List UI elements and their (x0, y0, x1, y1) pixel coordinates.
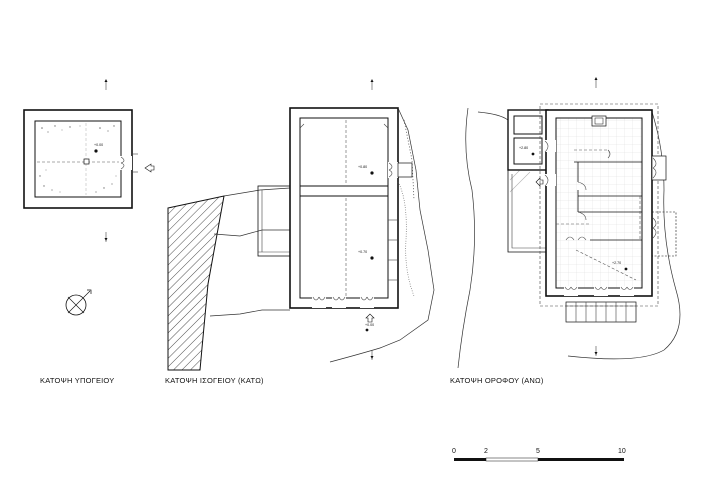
ground-side-door (388, 162, 413, 178)
basement-elevation-marker: +0.00 (94, 143, 103, 153)
upper-floor-tiles (555, 117, 643, 289)
north-arrow-icon (65, 289, 92, 316)
scale-tick-0: 0 (452, 448, 456, 455)
section-marker-top (370, 79, 374, 90)
basement-outer-wall (23, 109, 133, 209)
section-marker-bottom (104, 232, 108, 242)
scale-segment-5-10 (538, 458, 624, 461)
basement-door (120, 153, 138, 173)
basement-elevation-label: +0.00 (94, 143, 103, 147)
upper-plan-title: ΚΑΤΟΨΗ ΟΡΟΦΟΥ (ΑΝΩ) (450, 376, 544, 385)
ground-stair-annex (257, 185, 291, 257)
scale-tick-2: 2 (484, 448, 488, 455)
upper-terrain-left (457, 107, 475, 369)
ground-dividing-wall (299, 185, 389, 197)
scale-segment-2-5 (485, 457, 539, 462)
upper-left-openings (544, 140, 556, 187)
ground-plan-title: ΚΑΤΟΨΗ ΙΣΟΓΕΙΟΥ (ΚΑΤΩ) (165, 376, 264, 385)
upper-main-elevation-marker: +2.70 (612, 261, 628, 271)
basement-column (83, 158, 90, 165)
basement-plan-title: ΚΑΤΟΨΗ ΥΠΟΓΕΙΟΥ (40, 376, 114, 385)
basement-entry-arrow (144, 163, 155, 173)
section-marker-bottom (370, 350, 374, 360)
scale-bar: 0 2 5 10 (452, 448, 626, 462)
ground-elevation-marker-lower: +0.70 (358, 250, 374, 260)
scale-tick-10: 10 (618, 448, 626, 455)
upper-terrace-edge (507, 170, 546, 253)
ground-outer-wall (289, 107, 399, 309)
upper-entry-arrow (535, 177, 544, 187)
ground-entry-elevation-label: +0.00 (365, 323, 374, 327)
section-marker-top (104, 79, 108, 90)
ground-room2-elevation-label: +0.70 (358, 250, 367, 254)
ground-front-doors (312, 296, 374, 308)
upper-annex-elevation-marker: +2.80 (519, 146, 535, 156)
scale-segment-0-2 (454, 458, 486, 461)
upper-floor-plan: +2.80 (450, 77, 681, 385)
upper-annex-elevation-label: +2.80 (519, 146, 528, 150)
upper-main-elevation-label: +2.70 (612, 261, 621, 265)
section-marker-top (594, 77, 598, 88)
upper-annex-room (507, 109, 549, 171)
upper-partitions (556, 149, 642, 281)
ground-room1-elevation-label: +0.80 (358, 165, 367, 169)
upper-interior-doors (565, 149, 611, 241)
upper-chimney (591, 115, 607, 127)
section-marker-bottom (594, 346, 598, 356)
ground-entry-marker: +0.00 (365, 313, 375, 332)
ground-right-windows (388, 219, 398, 281)
ground-terrain-line (379, 107, 435, 349)
basement-floor-texture (39, 125, 117, 193)
upper-right-balconies (651, 155, 677, 257)
upper-bottom-windows (564, 286, 634, 296)
ground-floor-plan: +0.80 +0.70 +0.00 ΚΑΤΟΨΗ ΙΣΟΓΕΙΟΥ (ΚΑΤΩ) (165, 79, 435, 385)
ground-elevation-marker-upper: +0.80 (358, 165, 374, 175)
retaining-ground-hatch (167, 195, 225, 371)
basement-plan: +0.00 ΚΑΤΟΨΗ ΥΠΟΓΕΙΟΥ (23, 79, 155, 385)
upper-front-balcony (565, 301, 637, 323)
scale-tick-5: 5 (536, 448, 540, 455)
